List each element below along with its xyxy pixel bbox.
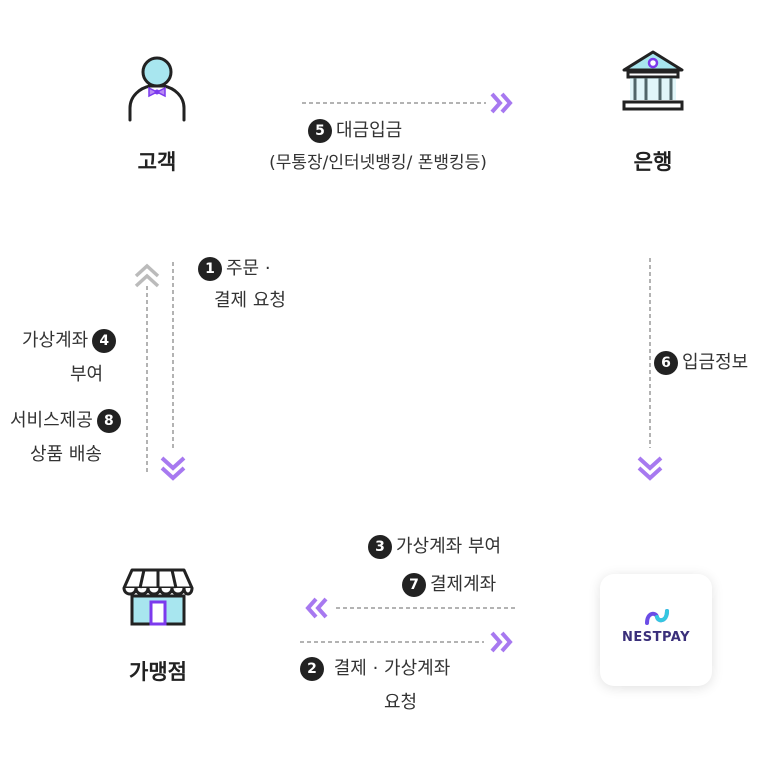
chevron-left-icon	[305, 597, 328, 619]
merchant-label: 가맹점	[129, 660, 187, 684]
step2-label: 2 결제 · 가상계좌	[296, 654, 450, 684]
step8-line2: 상품 배송	[30, 444, 102, 465]
chevron-up-icon	[134, 263, 160, 288]
step8-badge: 8	[96, 409, 121, 433]
step3-badge: 3	[368, 535, 392, 559]
step6-text: 입금정보	[682, 352, 749, 373]
nestpay-logo-text: NESTPAY	[621, 630, 691, 645]
chevron-right-icon	[490, 631, 513, 653]
step2-badge: 2	[300, 657, 324, 681]
bank-label: 은행	[633, 150, 673, 174]
step7-badge: 7	[402, 573, 426, 597]
step4-badge: 4	[92, 329, 117, 353]
step2-line2: 요청	[384, 692, 418, 713]
step1-line1: 주문 ·	[226, 258, 271, 279]
step3-text: 가상계좌 부여	[396, 536, 502, 557]
nestpay-card: NESTPAY	[600, 574, 712, 686]
step5-badge: 5	[308, 119, 332, 143]
step7-text: 결제계좌	[430, 574, 497, 595]
store-icon	[122, 568, 194, 626]
customer-icon	[128, 56, 186, 122]
step2-line1: 결제 · 가상계좌	[333, 658, 451, 679]
nestpay-logo-icon	[645, 609, 669, 625]
chevron-down-icon	[160, 456, 186, 481]
step4-line2: 부여	[70, 364, 104, 385]
customer-label: 고객	[137, 150, 177, 174]
chevron-right-icon	[490, 92, 513, 114]
step6-badge: 6	[654, 351, 678, 375]
step5-line2: (무통장/인터넷뱅킹/ 폰뱅킹등)	[269, 153, 487, 173]
step1-line2: 결제 요청	[214, 290, 286, 311]
step4-line1: 가상계좌	[22, 330, 89, 351]
bank-icon	[622, 50, 684, 111]
step5-line1: 대금입금	[336, 120, 403, 141]
step1-badge: 1	[198, 257, 222, 281]
chevron-down-icon	[637, 456, 663, 481]
step8-line1: 서비스제공	[10, 410, 93, 431]
